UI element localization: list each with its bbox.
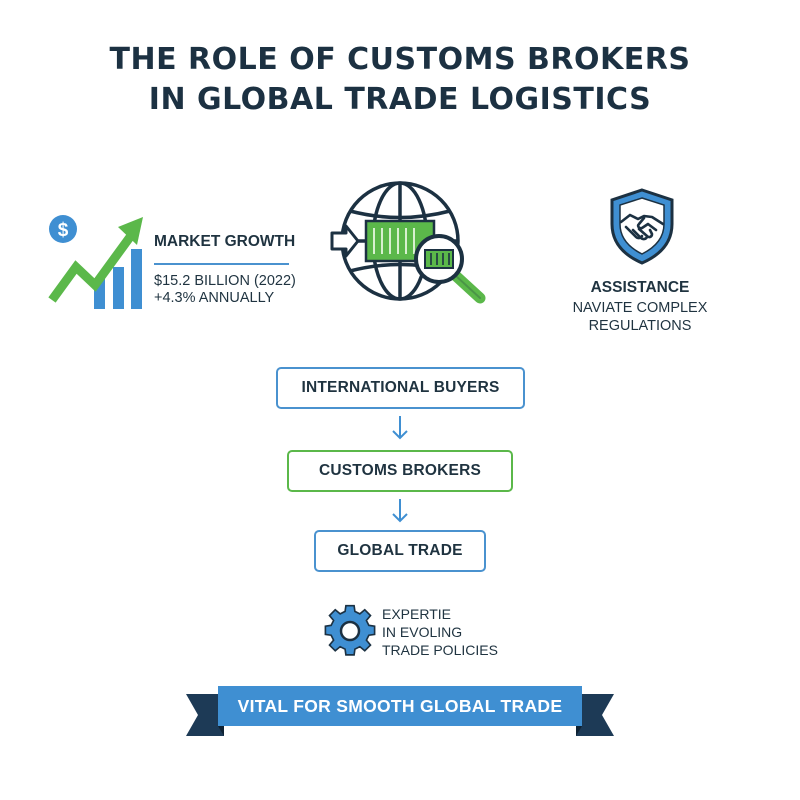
- market-growth-heading: MARKET GROWTH: [154, 233, 296, 250]
- arrow-down-icon: [392, 416, 408, 440]
- title-line-2: IN GLOBAL TRADE LOGISTICS: [148, 82, 652, 117]
- assistance-line-2: REGULATIONS: [588, 318, 692, 334]
- assistance-line-1: NAVIATE COMPLEX: [572, 300, 708, 316]
- magnifier-icon: [414, 234, 486, 304]
- market-growth-rate: +4.3% ANNUALLY: [154, 290, 275, 306]
- ribbon-banner: [186, 686, 614, 736]
- flow-step-customs-brokers: CUSTOMS BROKERS: [287, 450, 513, 492]
- arrow-right-icon: [330, 224, 360, 258]
- market-divider: [154, 263, 289, 265]
- banner-label: VITAL FOR SMOOTH GLOBAL TRADE: [237, 695, 563, 716]
- market-value: $15.2 BILLION (2022): [154, 273, 296, 289]
- expertise-line-1: EXPERTIE: [382, 606, 451, 622]
- dollar-growth-chart-icon: $: [48, 215, 143, 309]
- assistance-heading: ASSISTANCE: [590, 279, 690, 296]
- flow-step-international-buyers: INTERNATIONAL BUYERS: [276, 367, 525, 409]
- arrow-down-icon: [392, 499, 408, 523]
- flow-step-global-trade: GLOBAL TRADE: [314, 530, 486, 572]
- expertise-line-2: IN EVOLING: [382, 624, 463, 640]
- expertise-line-3: TRADE POLICIES: [382, 642, 498, 658]
- dollar-sign: $: [58, 220, 69, 241]
- globe-container-inspection-icon: [330, 181, 486, 304]
- title-line-1: THE ROLE OF CUSTOMS BROKERS: [109, 42, 691, 77]
- gear-icon: [324, 604, 376, 656]
- shield-handshake-icon: [610, 188, 674, 265]
